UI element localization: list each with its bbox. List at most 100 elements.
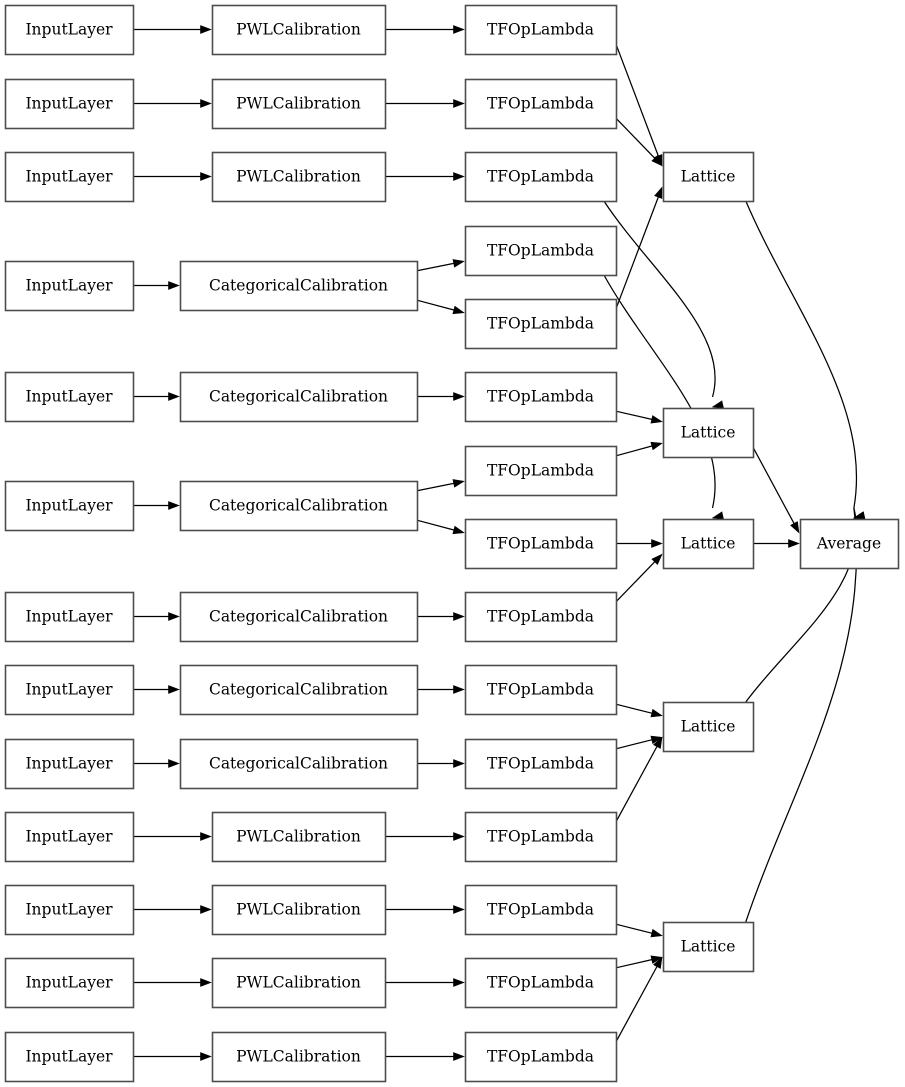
node-box[interactable]: [464, 957, 618, 1009]
node-input-layer-in8[interactable]: InputLayer: [4, 664, 135, 716]
node-categorical-calibration-cal5[interactable]: CategoricalCalibration: [179, 371, 419, 423]
node-box[interactable]: [464, 518, 618, 570]
node-box[interactable]: [211, 151, 387, 203]
node-input-layer-in6[interactable]: InputLayer: [4, 480, 135, 532]
node-input-layer-in7[interactable]: InputLayer: [4, 591, 135, 643]
node-input-layer-in13[interactable]: InputLayer: [4, 1031, 135, 1083]
node-input-layer-in12[interactable]: InputLayer: [4, 957, 135, 1009]
node-tfop-lambda-lam12[interactable]: TFOpLambda: [464, 811, 618, 863]
node-box[interactable]: [4, 738, 135, 790]
node-categorical-calibration-cal4[interactable]: CategoricalCalibration: [179, 260, 419, 312]
edge-lam2-to-lat1: [615, 117, 663, 167]
node-categorical-calibration-cal9[interactable]: CategoricalCalibration: [179, 738, 419, 790]
node-lattice-lat1[interactable]: Lattice: [662, 151, 755, 203]
node-tfop-lambda-lam7[interactable]: TFOpLambda: [464, 445, 618, 497]
node-box[interactable]: [211, 884, 387, 936]
node-box[interactable]: [662, 518, 755, 570]
node-box[interactable]: [799, 518, 900, 570]
node-lattice-lat4[interactable]: Lattice: [662, 701, 755, 753]
node-input-layer-in5[interactable]: InputLayer: [4, 371, 135, 423]
node-box[interactable]: [464, 1031, 618, 1083]
node-box[interactable]: [662, 407, 755, 459]
node-lattice-lat3[interactable]: Lattice: [662, 518, 755, 570]
node-label: TFOpLambda: [487, 242, 594, 260]
node-tfop-lambda-lam3[interactable]: TFOpLambda: [464, 151, 618, 203]
node-box[interactable]: [4, 811, 135, 863]
node-pwlcalibration-cal3[interactable]: PWLCalibration: [211, 151, 387, 203]
node-box[interactable]: [179, 664, 419, 716]
node-tfop-lambda-lam6[interactable]: TFOpLambda: [464, 371, 618, 423]
node-box[interactable]: [464, 151, 618, 203]
node-tfop-lambda-lam8[interactable]: TFOpLambda: [464, 518, 618, 570]
node-box[interactable]: [464, 225, 618, 277]
node-tfop-lambda-lam4[interactable]: TFOpLambda: [464, 225, 618, 277]
node-box[interactable]: [464, 4, 618, 56]
node-pwlcalibration-cal13[interactable]: PWLCalibration: [211, 1031, 387, 1083]
node-input-layer-in11[interactable]: InputLayer: [4, 884, 135, 936]
node-box[interactable]: [464, 78, 618, 130]
node-box[interactable]: [4, 957, 135, 1009]
node-categorical-calibration-cal6[interactable]: CategoricalCalibration: [179, 480, 419, 532]
node-input-layer-in1[interactable]: InputLayer: [4, 4, 135, 56]
node-pwlcalibration-cal11[interactable]: PWLCalibration: [211, 884, 387, 936]
node-box[interactable]: [4, 4, 135, 56]
node-tfop-lambda-lam1[interactable]: TFOpLambda: [464, 4, 618, 56]
node-tfop-lambda-lam13[interactable]: TFOpLambda: [464, 884, 618, 936]
node-box[interactable]: [464, 445, 618, 497]
node-input-layer-in9[interactable]: InputLayer: [4, 738, 135, 790]
node-pwlcalibration-cal1[interactable]: PWLCalibration: [211, 4, 387, 56]
node-pwlcalibration-cal2[interactable]: PWLCalibration: [211, 78, 387, 130]
edge-cal5-to-lam6: [417, 392, 465, 401]
node-categorical-calibration-cal8[interactable]: CategoricalCalibration: [179, 664, 419, 716]
node-box[interactable]: [211, 4, 387, 56]
node-box[interactable]: [464, 591, 618, 643]
node-box[interactable]: [464, 884, 618, 936]
node-box[interactable]: [4, 78, 135, 130]
node-box[interactable]: [179, 260, 419, 312]
node-box[interactable]: [464, 298, 618, 350]
node-input-layer-in4[interactable]: InputLayer: [4, 260, 135, 312]
node-box[interactable]: [464, 664, 618, 716]
node-box[interactable]: [211, 78, 387, 130]
node-tfop-lambda-lam9[interactable]: TFOpLambda: [464, 591, 618, 643]
node-label: PWLCalibration: [236, 95, 361, 113]
node-tfop-lambda-lam15[interactable]: TFOpLambda: [464, 1031, 618, 1083]
node-lattice-lat5[interactable]: Lattice: [662, 921, 755, 973]
edge-lam14-to-lat5: [615, 955, 663, 969]
node-box[interactable]: [4, 371, 135, 423]
node-lattice-lat2[interactable]: Lattice: [662, 407, 755, 459]
node-box[interactable]: [179, 591, 419, 643]
node-label: TFOpLambda: [487, 95, 594, 113]
node-box[interactable]: [662, 151, 755, 203]
node-tfop-lambda-lam14[interactable]: TFOpLambda: [464, 957, 618, 1009]
node-box[interactable]: [4, 884, 135, 936]
node-box[interactable]: [464, 371, 618, 423]
node-box[interactable]: [211, 1031, 387, 1083]
node-box[interactable]: [662, 701, 755, 753]
node-box[interactable]: [179, 480, 419, 532]
node-input-layer-in3[interactable]: InputLayer: [4, 151, 135, 203]
node-pwlcalibration-cal10[interactable]: PWLCalibration: [211, 811, 387, 863]
node-tfop-lambda-lam10[interactable]: TFOpLambda: [464, 664, 618, 716]
node-tfop-lambda-lam11[interactable]: TFOpLambda: [464, 738, 618, 790]
node-box[interactable]: [179, 371, 419, 423]
node-box[interactable]: [4, 664, 135, 716]
node-box[interactable]: [179, 738, 419, 790]
node-box[interactable]: [464, 738, 618, 790]
node-box[interactable]: [4, 260, 135, 312]
node-box[interactable]: [211, 811, 387, 863]
node-box[interactable]: [4, 151, 135, 203]
node-pwlcalibration-cal12[interactable]: PWLCalibration: [211, 957, 387, 1009]
node-box[interactable]: [464, 811, 618, 863]
node-tfop-lambda-lam5[interactable]: TFOpLambda: [464, 298, 618, 350]
node-categorical-calibration-cal7[interactable]: CategoricalCalibration: [179, 591, 419, 643]
node-input-layer-in2[interactable]: InputLayer: [4, 78, 135, 130]
node-tfop-lambda-lam2[interactable]: TFOpLambda: [464, 78, 618, 130]
node-box[interactable]: [4, 480, 135, 532]
node-box[interactable]: [662, 921, 755, 973]
node-average-avg[interactable]: Average: [799, 518, 900, 570]
node-input-layer-in10[interactable]: InputLayer: [4, 811, 135, 863]
node-box[interactable]: [4, 1031, 135, 1083]
node-box[interactable]: [4, 591, 135, 643]
node-box[interactable]: [211, 957, 387, 1009]
